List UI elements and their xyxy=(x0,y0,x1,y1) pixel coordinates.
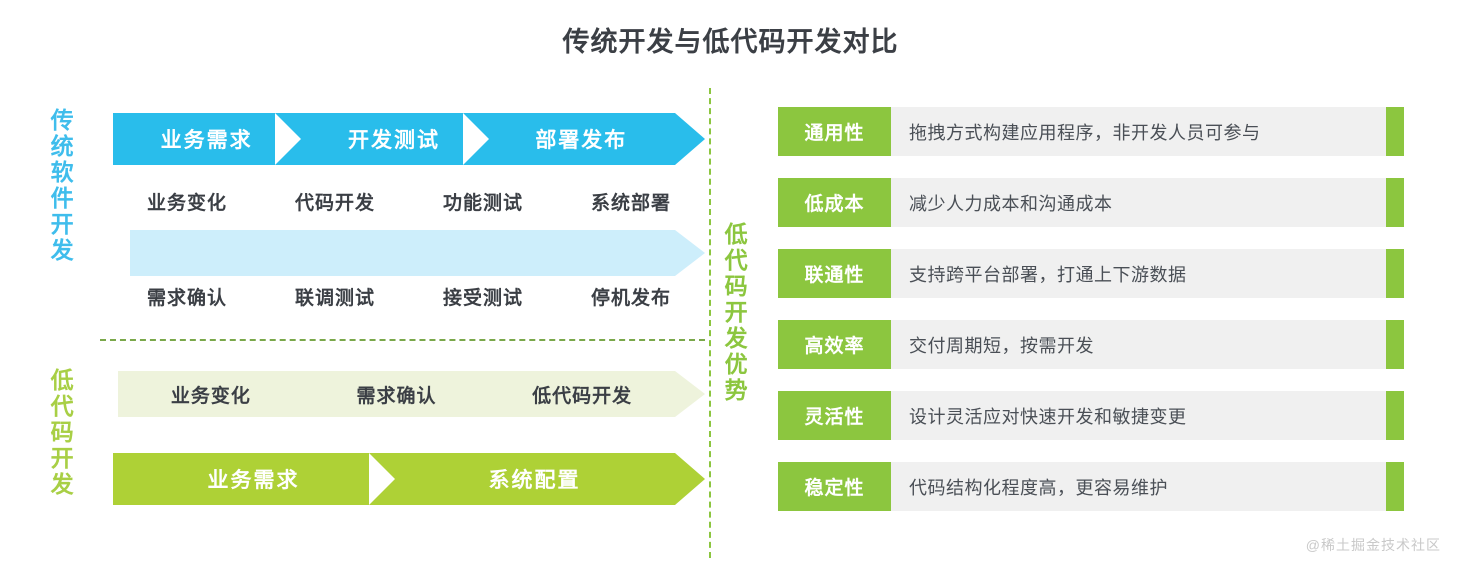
step-label: 联调测试 xyxy=(294,288,375,309)
advantage-row: 通用性拖拽方式构建应用程序，非开发人员可参与 xyxy=(778,107,1404,156)
traditional-vertical-label: 传统软件开发 xyxy=(47,108,74,264)
advantage-description: 支持跨平台部署，打通上下游数据 xyxy=(909,264,1187,285)
advantage-end-cap xyxy=(1386,107,1404,156)
horizontal-divider xyxy=(100,339,705,341)
arrow-step-label: 系统配置 xyxy=(488,469,581,492)
step-label: 代码开发 xyxy=(294,193,375,214)
lowcode-band-tip xyxy=(675,371,705,417)
arrow-step: 系统配置 xyxy=(394,453,675,505)
advantage-tag: 灵活性 xyxy=(778,391,891,440)
advantage-tag: 高效率 xyxy=(778,320,891,369)
advantage-end-cap xyxy=(1386,462,1404,511)
advantage-end-cap xyxy=(1386,249,1404,298)
traditional-lower-steps: 需求确认 联调测试 接受测试 停机发布 xyxy=(113,283,705,310)
advantage-row: 灵活性设计灵活应对快速开发和敏捷变更 xyxy=(778,391,1404,440)
traditional-pale-band xyxy=(130,230,705,276)
traditional-band-body xyxy=(130,230,675,276)
arrow-step-label: 开发测试 xyxy=(347,129,440,152)
arrow-tip xyxy=(674,113,705,165)
advantage-description: 减少人力成本和沟通成本 xyxy=(909,193,1113,214)
arrow-step-label: 部署发布 xyxy=(535,129,628,152)
arrow-step: 业务需求 xyxy=(113,453,395,505)
band-label: 需求确认 xyxy=(356,385,437,407)
arrow-step: 开发测试 xyxy=(300,113,489,165)
chevron-right-icon xyxy=(275,113,302,165)
advantages-vertical-label: 低代码开发优势 xyxy=(721,222,748,404)
page-title: 传统开发与低代码开发对比 xyxy=(562,27,899,57)
advantage-row: 联通性支持跨平台部署，打通上下游数据 xyxy=(778,249,1404,298)
arrow-step: 部署发布 xyxy=(487,113,675,165)
right-panel: 低代码开发优势 通用性拖拽方式构建应用程序，非开发人员可参与低成本减少人力成本和… xyxy=(709,0,1461,573)
step-label: 停机发布 xyxy=(590,288,671,309)
advantage-end-cap xyxy=(1386,320,1404,369)
arrow-step-label: 业务需求 xyxy=(207,469,300,492)
chevron-right-icon xyxy=(369,453,395,505)
step-label: 功能测试 xyxy=(442,193,523,214)
advantage-tag: 联通性 xyxy=(778,249,891,298)
advantage-description: 交付周期短，按需开发 xyxy=(909,335,1094,356)
arrow-tip xyxy=(675,453,705,505)
lowcode-vertical-label: 低代码开发 xyxy=(47,368,74,498)
traditional-band-tip xyxy=(675,230,705,276)
lowcode-pale-band: 业务变化 需求确认 低代码开发 xyxy=(118,371,705,417)
step-label: 需求确认 xyxy=(146,288,227,309)
arrow-step-label: 业务需求 xyxy=(160,129,253,152)
watermark: @稀土掘金技术社区 xyxy=(1305,537,1441,553)
arrow-step: 业务需求 xyxy=(113,113,302,165)
traditional-arrow-steps: 业务需求 开发测试 部署发布 xyxy=(113,113,705,165)
band-label: 低代码开发 xyxy=(532,385,633,407)
advantage-row: 稳定性代码结构化程度高，更容易维护 xyxy=(778,462,1404,511)
advantage-end-cap xyxy=(1386,391,1404,440)
traditional-upper-steps: 业务变化 代码开发 功能测试 系统部署 xyxy=(113,188,705,215)
vertical-divider xyxy=(709,88,711,558)
step-label: 接受测试 xyxy=(442,288,523,309)
advantage-row: 高效率交付周期短，按需开发 xyxy=(778,320,1404,369)
band-label: 业务变化 xyxy=(170,385,251,407)
step-label: 系统部署 xyxy=(590,193,671,214)
left-panel: 传统软件开发 业务需求 开发测试 部署发布 业务变化 代码开发 功能测试 系统部署 需求确… xyxy=(0,0,709,573)
advantage-tag: 低成本 xyxy=(778,178,891,227)
lowcode-band-body: 业务变化 需求确认 低代码开发 xyxy=(118,371,675,417)
advantage-description: 代码结构化程度高，更容易维护 xyxy=(909,477,1168,498)
advantages-list: 通用性拖拽方式构建应用程序，非开发人员可参与低成本减少人力成本和沟通成本联通性支… xyxy=(778,107,1404,533)
advantage-tag: 稳定性 xyxy=(778,462,891,511)
advantage-description: 拖拽方式构建应用程序，非开发人员可参与 xyxy=(909,122,1261,143)
lowcode-arrow-steps: 业务需求 系统配置 xyxy=(113,453,705,505)
chevron-right-icon xyxy=(462,113,489,165)
step-label: 业务变化 xyxy=(146,193,227,214)
advantage-end-cap xyxy=(1386,178,1404,227)
advantage-row: 低成本减少人力成本和沟通成本 xyxy=(778,178,1404,227)
advantage-description: 设计灵活应对快速开发和敏捷变更 xyxy=(909,406,1187,427)
advantage-tag: 通用性 xyxy=(778,107,891,156)
